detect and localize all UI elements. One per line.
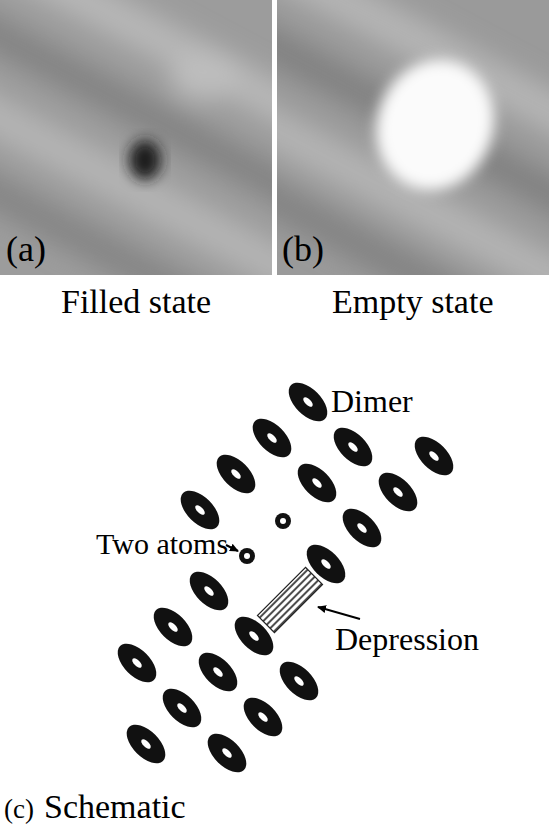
callout-label: Two atoms <box>96 527 228 560</box>
leader-arrow <box>318 607 360 619</box>
panel-letter: (b) <box>282 230 324 270</box>
stm-image-empty <box>277 0 549 275</box>
panel-caption: Filled state <box>61 283 211 320</box>
panel-letter: (c) <box>4 795 34 825</box>
dimer-lattice <box>111 376 460 779</box>
panel-caption: Schematic <box>44 788 186 825</box>
depression-region <box>257 567 322 632</box>
panel-caption: Empty state <box>332 283 493 320</box>
stm-image-filled <box>0 0 272 275</box>
panel-letter: (a) <box>6 230 46 270</box>
callout-label: Depression <box>335 622 479 657</box>
callout-label: Dimer <box>331 384 413 419</box>
adatom-pair <box>239 513 291 564</box>
